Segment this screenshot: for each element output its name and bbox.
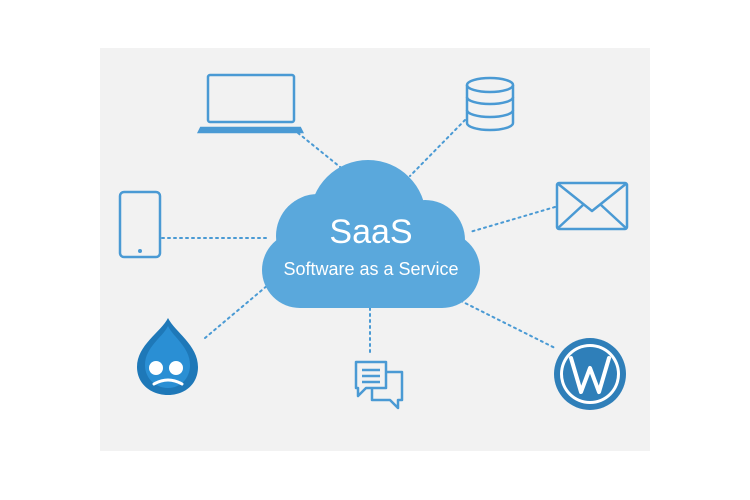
drupal-logo-icon [137, 318, 198, 395]
connector-wordpress [454, 297, 556, 349]
cloud-subtitle: Software as a Service [283, 259, 459, 279]
email-icon [555, 181, 629, 231]
database-icon [465, 76, 515, 132]
connector-email [469, 206, 556, 233]
wordpress-logo-icon [554, 338, 626, 410]
saas-cloud [262, 160, 480, 308]
connector-drupal [204, 284, 269, 339]
connectors [161, 119, 556, 357]
chat-icon [354, 360, 404, 410]
tablet-icon [118, 190, 162, 259]
cloud-title: SaaS [329, 213, 413, 251]
laptop-icon [196, 73, 305, 134]
connector-database [409, 119, 466, 177]
